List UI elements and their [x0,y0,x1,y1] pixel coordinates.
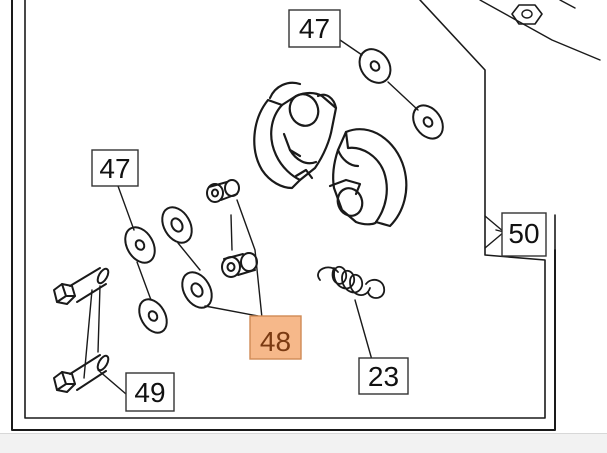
callout-23: 23 [358,357,409,395]
washer-48-1 [161,206,193,244]
clutch-shoe-right [328,128,408,228]
callout-47-top-label: 47 [299,13,330,44]
callout-48-label: 48 [260,326,291,357]
washer-top-1 [358,48,392,84]
callout-47-left-label: 47 [99,153,130,184]
washer-48-2 [181,271,213,309]
washer-left-1 [124,226,156,264]
callout-47-top: 47 [288,9,341,48]
outer-frame [11,0,601,431]
washer-top-2 [412,104,444,140]
callout-47-left: 47 [91,149,139,187]
callout-49: 49 [125,372,175,412]
callout-50-label: 50 [508,218,539,249]
callout-48-highlighted[interactable]: 48 [249,315,302,360]
bolt-49-upper [53,267,110,305]
bottom-toolbar-strip [0,433,607,453]
bolt-49-lower [53,354,110,393]
clutch-shoe-left [253,81,338,190]
hex-nut-top-right [511,0,576,25]
callout-23-label: 23 [368,361,399,392]
bushing-48-1 [206,179,240,203]
bushing-48-2 [221,252,258,278]
callout-50: 50 [501,212,547,257]
spring-23 [317,265,385,299]
callout-49-label: 49 [134,377,165,408]
washer-left-2 [138,298,168,334]
